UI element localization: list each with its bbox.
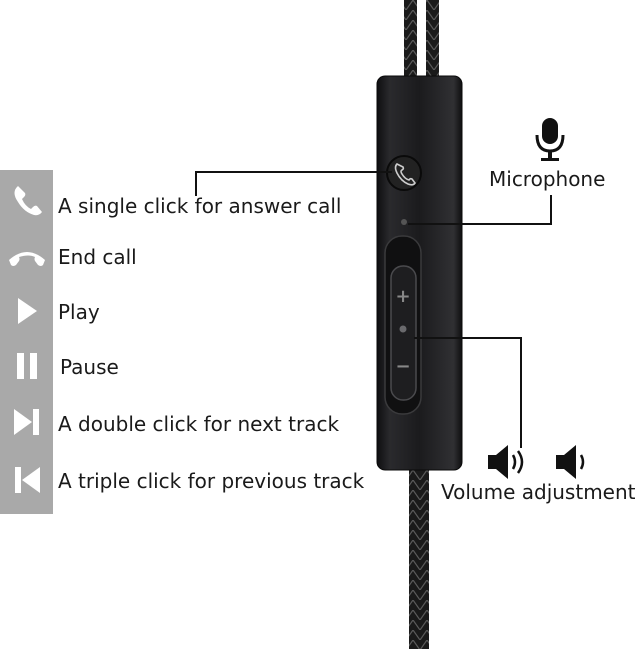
lower-cable: [409, 468, 429, 649]
label-end-call: End call: [58, 245, 137, 269]
volume-down-symbol: −: [395, 356, 410, 377]
pause-icon: [0, 344, 53, 388]
speaker-loud-icon: [488, 445, 524, 479]
speaker-quiet-icon: [556, 445, 585, 479]
next-track-icon: [0, 400, 53, 444]
call-callout-line: [195, 171, 392, 196]
call-button-phone-icon: [394, 163, 416, 186]
play-icon: [0, 289, 53, 333]
phone-answer-icon: [0, 178, 53, 222]
volume-adjustment-label: Volume adjustment: [441, 480, 636, 504]
label-answer-call: A single click for answer call: [58, 194, 342, 218]
volume-rocker-center-dot: [399, 325, 407, 333]
volume-callout-line: [414, 337, 522, 448]
previous-track-icon: [0, 458, 53, 502]
microphone-icon: [535, 118, 565, 161]
microphone-label: Microphone: [489, 167, 606, 191]
microphone-callout-line: [408, 195, 552, 225]
microphone-hole: [401, 219, 407, 225]
label-play: Play: [58, 300, 100, 324]
callout-lines: [195, 171, 552, 448]
call-button[interactable]: [386, 155, 422, 191]
upper-cables: [404, 0, 439, 80]
phone-hangup-icon: [0, 234, 53, 278]
volume-rocker[interactable]: [390, 265, 417, 401]
volume-up-symbol: +: [395, 286, 410, 307]
label-next-track: A double click for next track: [58, 412, 340, 436]
label-previous-track: A triple click for previous track: [58, 469, 365, 493]
function-icon-strip: [0, 170, 53, 514]
remote-body: [376, 75, 463, 471]
label-pause: Pause: [60, 355, 119, 379]
